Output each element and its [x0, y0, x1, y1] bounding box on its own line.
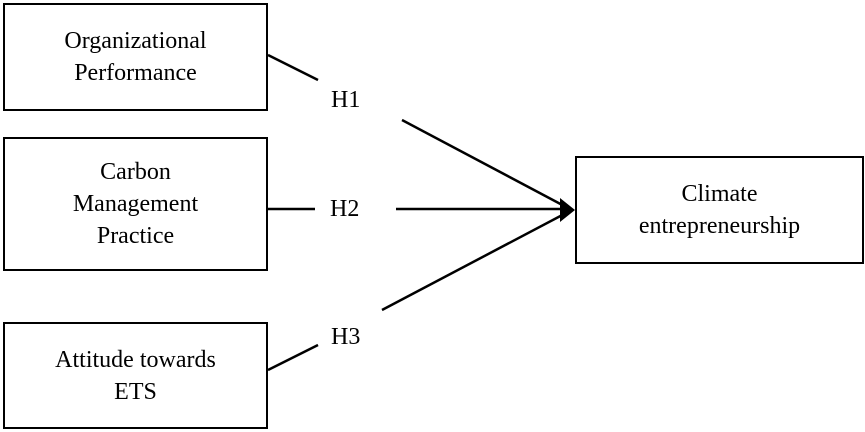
carbon-management-practice-line-2: Management [72, 191, 199, 217]
organizational-performance-line-1: Organizational [64, 28, 207, 54]
carbon-management-practice-box: Carbon Management Practice [3, 137, 268, 271]
organizational-performance-line-2: Performance [74, 60, 197, 86]
organizational-performance-box: Organizational Performance [3, 3, 268, 111]
h1-path-start [267, 53, 319, 82]
carbon-management-practice-line-1: Carbon [100, 159, 171, 185]
climate-entrepreneurship-line-1: Climate [681, 181, 758, 207]
h3-label: H3 [331, 323, 361, 351]
h1-label: H1 [331, 86, 361, 114]
h2-label: H2 [330, 195, 360, 223]
h3-path-end [381, 210, 569, 312]
carbon-management-practice-line-3: Practice [96, 223, 175, 249]
h3-path-start [267, 343, 319, 372]
h1-path-end [401, 118, 569, 210]
climate-entrepreneurship-line-2: entrepreneurship [638, 213, 801, 239]
attitude-towards-ets-line-1: Attitude towards [55, 346, 216, 373]
climate-entrepreneurship-box: Climate entrepreneurship [575, 156, 864, 264]
attitude-towards-ets-line-2: ETS [114, 378, 157, 405]
arrowhead [560, 198, 575, 222]
attitude-towards-ets-box: Attitude towards ETS [3, 322, 268, 429]
